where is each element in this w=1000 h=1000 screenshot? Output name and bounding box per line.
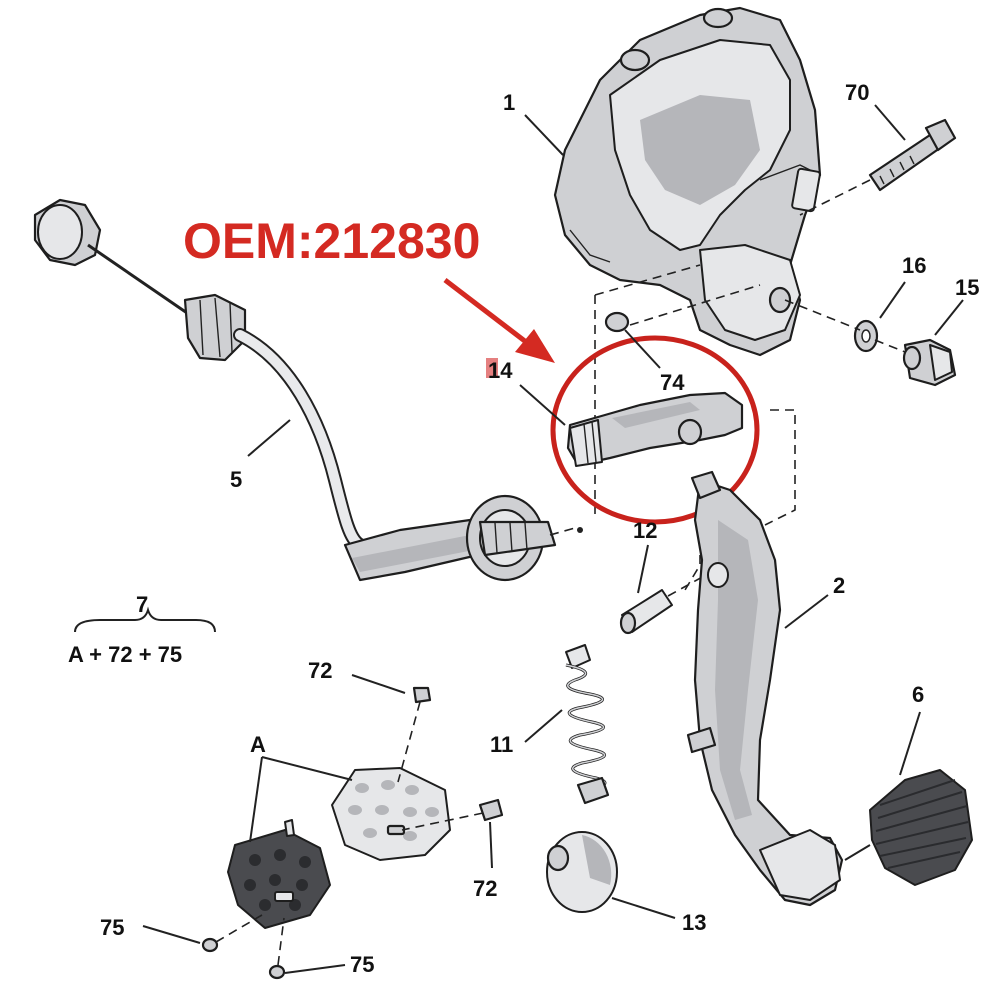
pin-12	[619, 569, 716, 635]
leader-11	[524, 709, 563, 743]
leader-70	[874, 104, 906, 141]
nut-15	[902, 338, 957, 387]
bushing-74	[604, 311, 630, 333]
leader-13	[611, 897, 676, 919]
washer-16	[853, 319, 879, 353]
pedal-bracket-part-1	[553, 6, 822, 357]
plug-13	[546, 831, 618, 913]
leader-2	[784, 594, 829, 629]
nut-75-left	[201, 914, 263, 953]
callout-a: A	[250, 732, 266, 757]
callout-14: 14	[488, 358, 513, 383]
leader-74	[624, 329, 661, 369]
callout-6: 6	[912, 682, 924, 707]
leader-15	[934, 299, 964, 336]
red-marker	[486, 358, 498, 378]
highlight-circle	[550, 335, 760, 525]
leader-5	[247, 419, 291, 457]
leader-16	[879, 281, 906, 319]
screw-72-top	[397, 686, 432, 783]
leader-a-1	[261, 756, 353, 781]
callout-2: 2	[833, 573, 845, 598]
nut-75-bottom	[268, 917, 286, 980]
brace-7	[74, 606, 216, 633]
callout-1: 1	[503, 90, 515, 115]
callout-15: 15	[955, 275, 979, 300]
callout-74: 74	[660, 370, 685, 395]
leader-72-right	[489, 821, 493, 869]
leader-6	[899, 711, 921, 776]
leader-75-left	[142, 925, 201, 944]
leader-a-2	[249, 756, 263, 843]
leader-75-bottom	[284, 964, 346, 974]
callout-75-bottom: 75	[350, 952, 374, 977]
pedal-arm-part-2	[686, 470, 844, 907]
spring-11	[565, 644, 610, 805]
red-arrow	[443, 278, 555, 363]
switch-part-14	[566, 391, 744, 467]
screw-72-right	[401, 798, 504, 831]
pedal-pad-a-left	[227, 819, 331, 929]
callout-16: 16	[902, 253, 926, 278]
callout-5: 5	[230, 467, 242, 492]
pedal-pad-a-right	[331, 767, 451, 861]
leader-6-tail	[844, 844, 871, 861]
oem-label: OEM:212830	[183, 213, 480, 269]
pedal-rubber-6	[869, 769, 973, 886]
callout-75-left: 75	[100, 915, 124, 940]
callout-12: 12	[633, 518, 657, 543]
callout-72-bottom: 72	[473, 876, 497, 901]
callout-13: 13	[682, 910, 706, 935]
bolt-70	[799, 118, 957, 216]
callout-72-top: 72	[308, 658, 332, 683]
leader-1	[524, 114, 564, 156]
leader-12	[637, 544, 649, 594]
leader-72-top	[351, 674, 406, 694]
callout-11: 11	[490, 732, 513, 757]
callout-70: 70	[845, 80, 869, 105]
leader-14	[519, 384, 566, 426]
callout-7: 7	[136, 592, 148, 617]
cable-part-5	[33, 198, 583, 582]
callout-formula: A + 72 + 75	[68, 642, 182, 667]
